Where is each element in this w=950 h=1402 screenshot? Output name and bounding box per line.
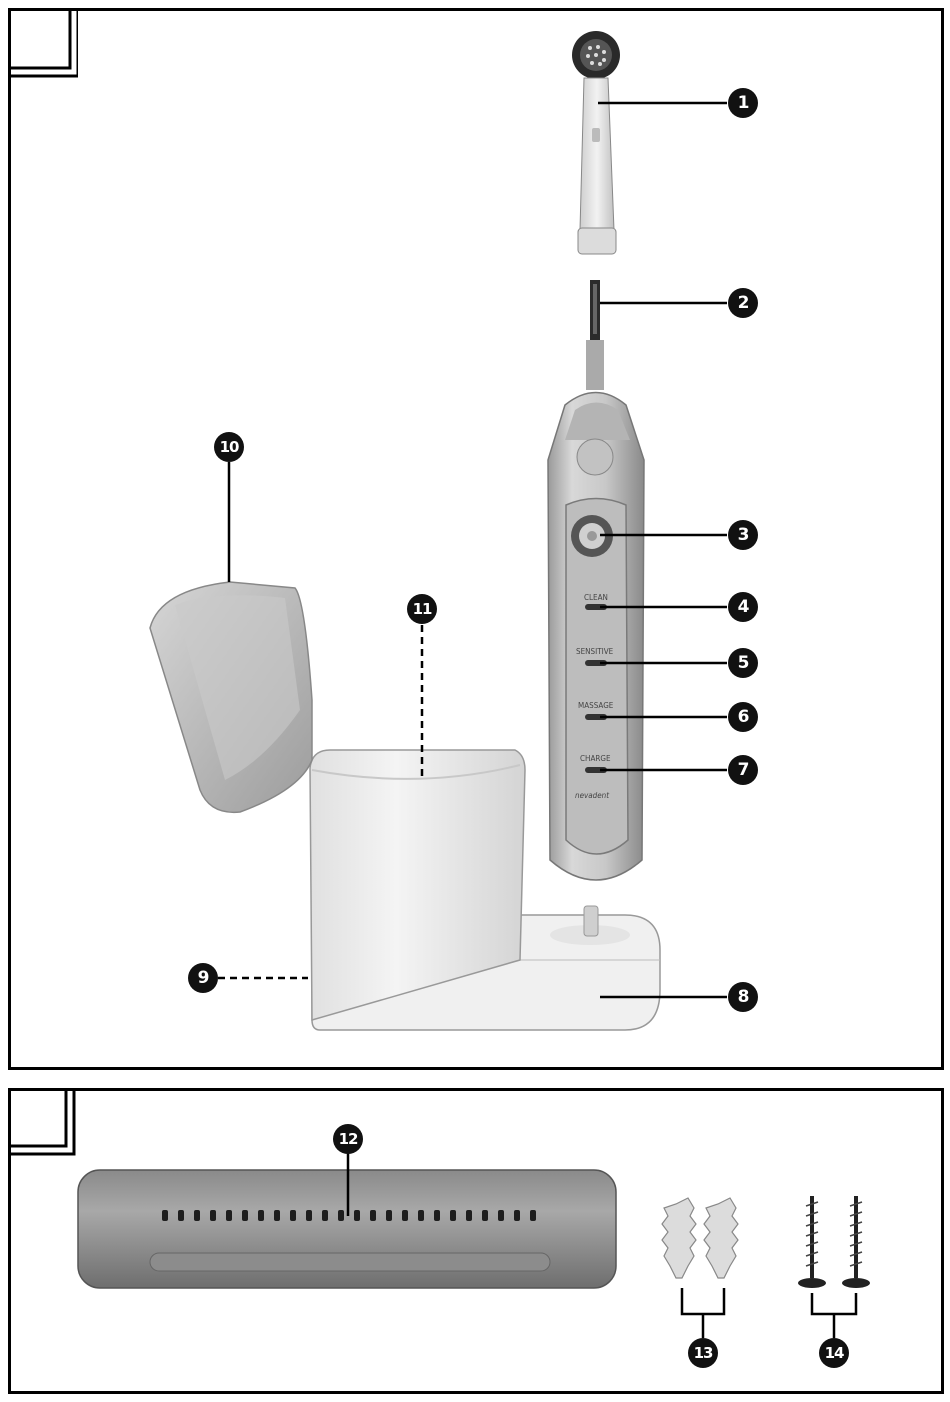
callout-9: 9 bbox=[188, 963, 218, 993]
figure-a-illustration: CLEAN SENSITIVE MASSAGE CHARGE nevadent bbox=[0, 0, 950, 1080]
brush-head bbox=[572, 31, 620, 254]
callout-3: 3 bbox=[728, 520, 758, 550]
callout-7: 7 bbox=[728, 755, 758, 785]
callout-5: 5 bbox=[728, 648, 758, 678]
toothbrush-handle: CLEAN SENSITIVE MASSAGE CHARGE nevadent bbox=[548, 393, 644, 881]
callout-1: 1 bbox=[728, 88, 758, 118]
callout-4: 4 bbox=[728, 592, 758, 622]
massage-label: MASSAGE bbox=[578, 701, 614, 710]
callout-12: 12 bbox=[333, 1124, 363, 1154]
figure-b-illustration bbox=[0, 1088, 950, 1398]
callout-2: 2 bbox=[728, 288, 758, 318]
charge-label: CHARGE bbox=[580, 754, 611, 763]
brand-label: nevadent bbox=[575, 791, 610, 800]
callout-13: 13 bbox=[688, 1338, 718, 1368]
callout-8: 8 bbox=[728, 982, 758, 1012]
clean-label: CLEAN bbox=[584, 593, 608, 602]
wall-plugs bbox=[662, 1198, 738, 1278]
callout-6: 6 bbox=[728, 702, 758, 732]
callout-10: 10 bbox=[214, 432, 244, 462]
protective-lid bbox=[150, 582, 312, 812]
callout-14: 14 bbox=[819, 1338, 849, 1368]
drive-shaft bbox=[586, 280, 604, 390]
screws bbox=[798, 1196, 870, 1288]
callout-11: 11 bbox=[407, 594, 437, 624]
sensitive-label: SENSITIVE bbox=[576, 647, 614, 656]
